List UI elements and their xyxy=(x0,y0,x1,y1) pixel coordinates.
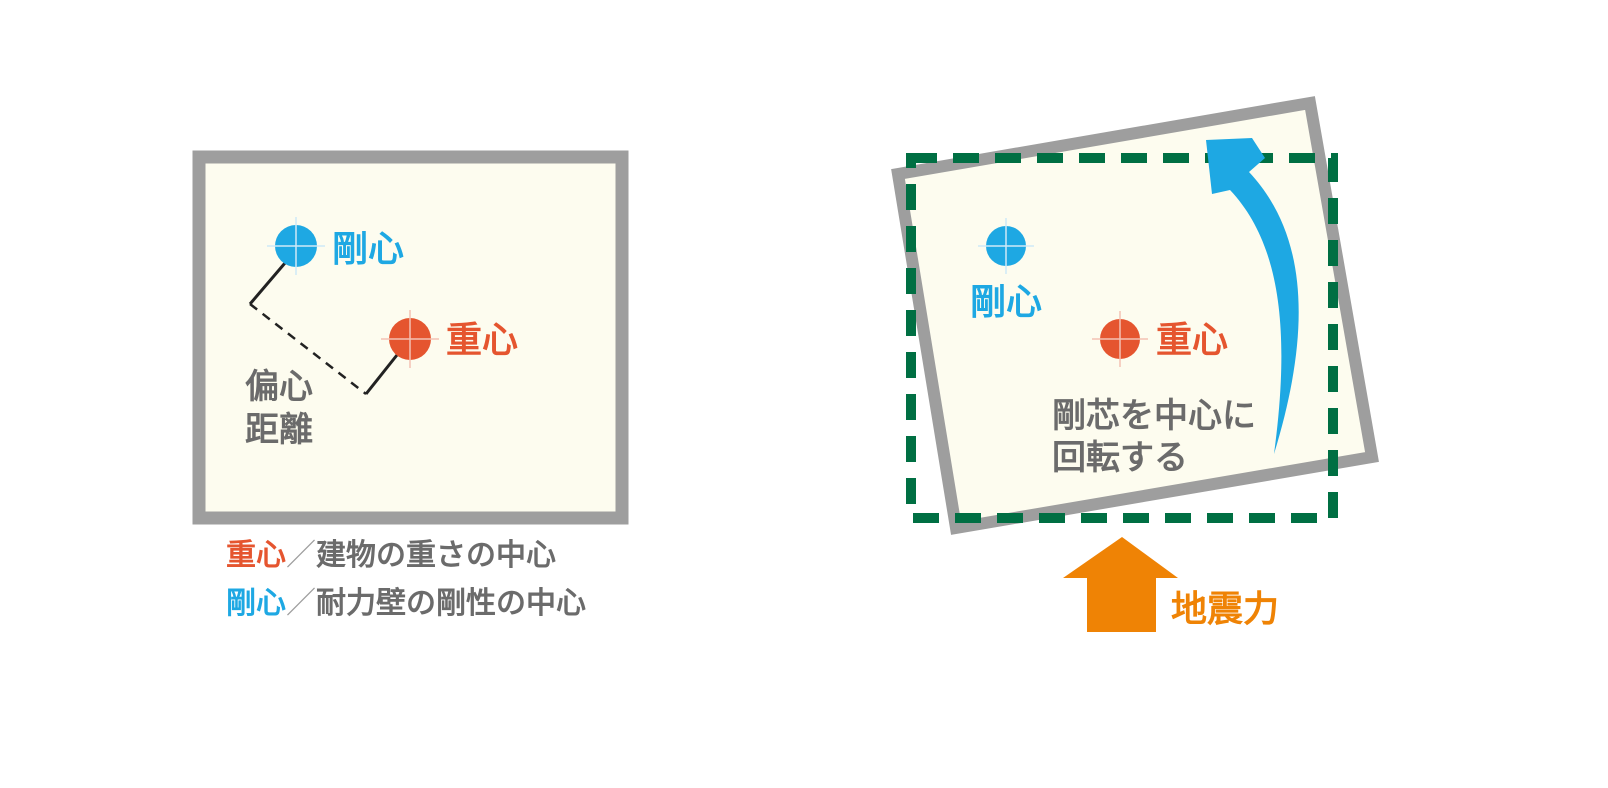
rigidity-center-marker xyxy=(267,217,325,275)
legend-gravity: 重心／建物の重さの中心 xyxy=(226,541,556,571)
original-position-frame xyxy=(906,153,1338,523)
extension-line-rigidity xyxy=(248,262,287,305)
gravity-center-label-right: 重心 xyxy=(1156,320,1228,361)
rigidity-center-label: 剛心 xyxy=(332,229,404,270)
left-panel: 剛心 重心 偏心 距離 xyxy=(192,150,629,525)
gravity-center-marker-right xyxy=(1092,311,1148,367)
rotation-note-line1: 剛芯を中心に xyxy=(1052,396,1256,436)
right-panel: 剛心 重心 剛芯を中心に 回転する 地震力 xyxy=(891,96,1379,632)
legend-rigidity-description: 耐力壁の剛性の中心 xyxy=(316,586,586,621)
legend-rigidity: 剛心／耐力壁の剛性の中心 xyxy=(226,589,586,619)
rigidity-center-label-right: 剛心 xyxy=(970,282,1042,323)
extension-line-gravity xyxy=(364,354,399,395)
legend-rigidity-key: 剛心 xyxy=(226,586,286,621)
eccentric-distance-label-line2: 距離 xyxy=(245,410,313,450)
eccentric-distance-label-line1: 偏心 xyxy=(245,367,313,407)
force-arrow-icon xyxy=(1063,537,1178,632)
seismic-force-label: 地震力 xyxy=(1171,589,1279,630)
legend-gravity-separator: ／ xyxy=(286,538,316,573)
gravity-center-label: 重心 xyxy=(446,320,518,361)
eccentric-distance-line xyxy=(249,303,367,395)
rotation-note-line2: 回転する xyxy=(1052,438,1188,478)
legend-gravity-description: 建物の重さの中心 xyxy=(316,538,556,573)
rotation-arrow-icon xyxy=(1206,138,1299,454)
legend-gravity-key: 重心 xyxy=(226,538,286,573)
rigidity-center-marker-right xyxy=(978,218,1034,274)
gravity-center-marker xyxy=(381,310,439,368)
legend-rigidity-separator: ／ xyxy=(286,586,316,621)
